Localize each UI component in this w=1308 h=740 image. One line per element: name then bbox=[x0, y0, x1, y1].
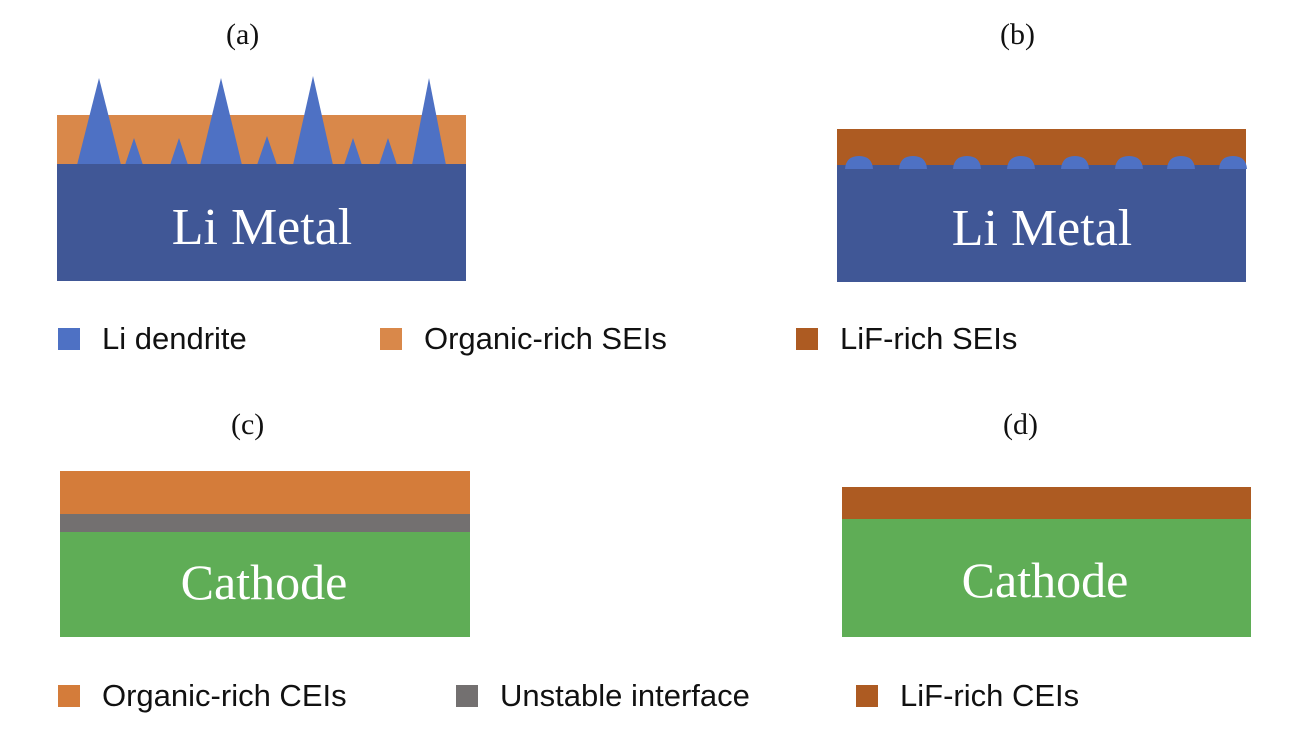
lif-rich-cei-swatch bbox=[856, 685, 878, 707]
li-dendrite bbox=[170, 138, 188, 165]
legend-cei: Organic-rich CEIs Unstable interface LiF… bbox=[0, 676, 1308, 716]
li-metal-label: Li Metal bbox=[172, 199, 353, 256]
cathode-block bbox=[60, 532, 470, 637]
lif-rich-sei-swatch bbox=[796, 328, 818, 350]
panel-c-diagram: Cathode bbox=[60, 471, 470, 637]
legend-label: LiF-rich CEIs bbox=[900, 678, 1080, 713]
li-metal-label: Li Metal bbox=[952, 200, 1133, 257]
li-dendrite bbox=[257, 136, 277, 165]
li-dendrite-swatch bbox=[58, 328, 80, 350]
panel-a-diagram: Li Metal bbox=[57, 76, 466, 281]
legend-item-lif-rich-seis: LiF-rich SEIs bbox=[796, 319, 1017, 359]
unstable-interface-swatch bbox=[456, 685, 478, 707]
panel-label-b: (b) bbox=[1000, 18, 1035, 51]
legend-label: Li dendrite bbox=[102, 321, 247, 356]
li-dendrites bbox=[77, 76, 446, 165]
legend-item-unstable-interface: Unstable interface bbox=[456, 676, 750, 716]
li-dendrite bbox=[77, 78, 121, 165]
li-deposit bbox=[899, 156, 927, 169]
legend-item-organic-rich-seis: Organic-rich SEIs bbox=[380, 319, 667, 359]
li-deposit bbox=[953, 156, 981, 169]
organic-rich-cei-layer bbox=[60, 471, 470, 515]
legend-label: LiF-rich SEIs bbox=[840, 321, 1018, 356]
li-deposits bbox=[845, 156, 1247, 169]
legend-sei: Li dendrite Organic-rich SEIs LiF-rich S… bbox=[0, 319, 1308, 359]
li-metal-block bbox=[57, 164, 466, 281]
panel-label-c: (c) bbox=[231, 408, 265, 441]
li-deposit bbox=[1167, 156, 1195, 169]
li-metal-block bbox=[837, 165, 1246, 282]
li-dendrite bbox=[412, 78, 446, 165]
unstable-interface-layer bbox=[60, 514, 470, 533]
cathode-label: Cathode bbox=[181, 554, 348, 610]
panel-b-diagram: Li Metal bbox=[837, 129, 1247, 282]
li-deposit bbox=[1061, 156, 1089, 169]
li-deposit bbox=[1219, 156, 1247, 169]
li-dendrite bbox=[125, 138, 143, 165]
panel-label-d: (d) bbox=[1003, 408, 1038, 441]
legend-item-organic-rich-ceis: Organic-rich CEIs bbox=[58, 676, 347, 716]
legend-item-li-dendrite: Li dendrite bbox=[58, 319, 247, 359]
legend-label: Organic-rich CEIs bbox=[102, 678, 347, 713]
organic-rich-cei-swatch bbox=[58, 685, 80, 707]
li-deposit bbox=[845, 156, 873, 169]
li-dendrite bbox=[379, 138, 397, 165]
legend-item-lif-rich-ceis: LiF-rich CEIs bbox=[856, 676, 1079, 716]
li-dendrite bbox=[200, 78, 242, 165]
li-deposit bbox=[1007, 156, 1035, 169]
cathode-label: Cathode bbox=[962, 552, 1129, 608]
legend-label: Organic-rich SEIs bbox=[424, 321, 667, 356]
li-dendrite bbox=[293, 76, 333, 165]
legend-label: Unstable interface bbox=[500, 678, 750, 713]
lif-rich-cei-layer bbox=[842, 487, 1251, 520]
cathode-block bbox=[842, 519, 1251, 637]
organic-rich-sei-swatch bbox=[380, 328, 402, 350]
li-deposit bbox=[1115, 156, 1143, 169]
li-dendrite bbox=[344, 138, 362, 165]
panel-label-a: (a) bbox=[226, 18, 260, 51]
panel-d-diagram: Cathode bbox=[842, 487, 1251, 637]
